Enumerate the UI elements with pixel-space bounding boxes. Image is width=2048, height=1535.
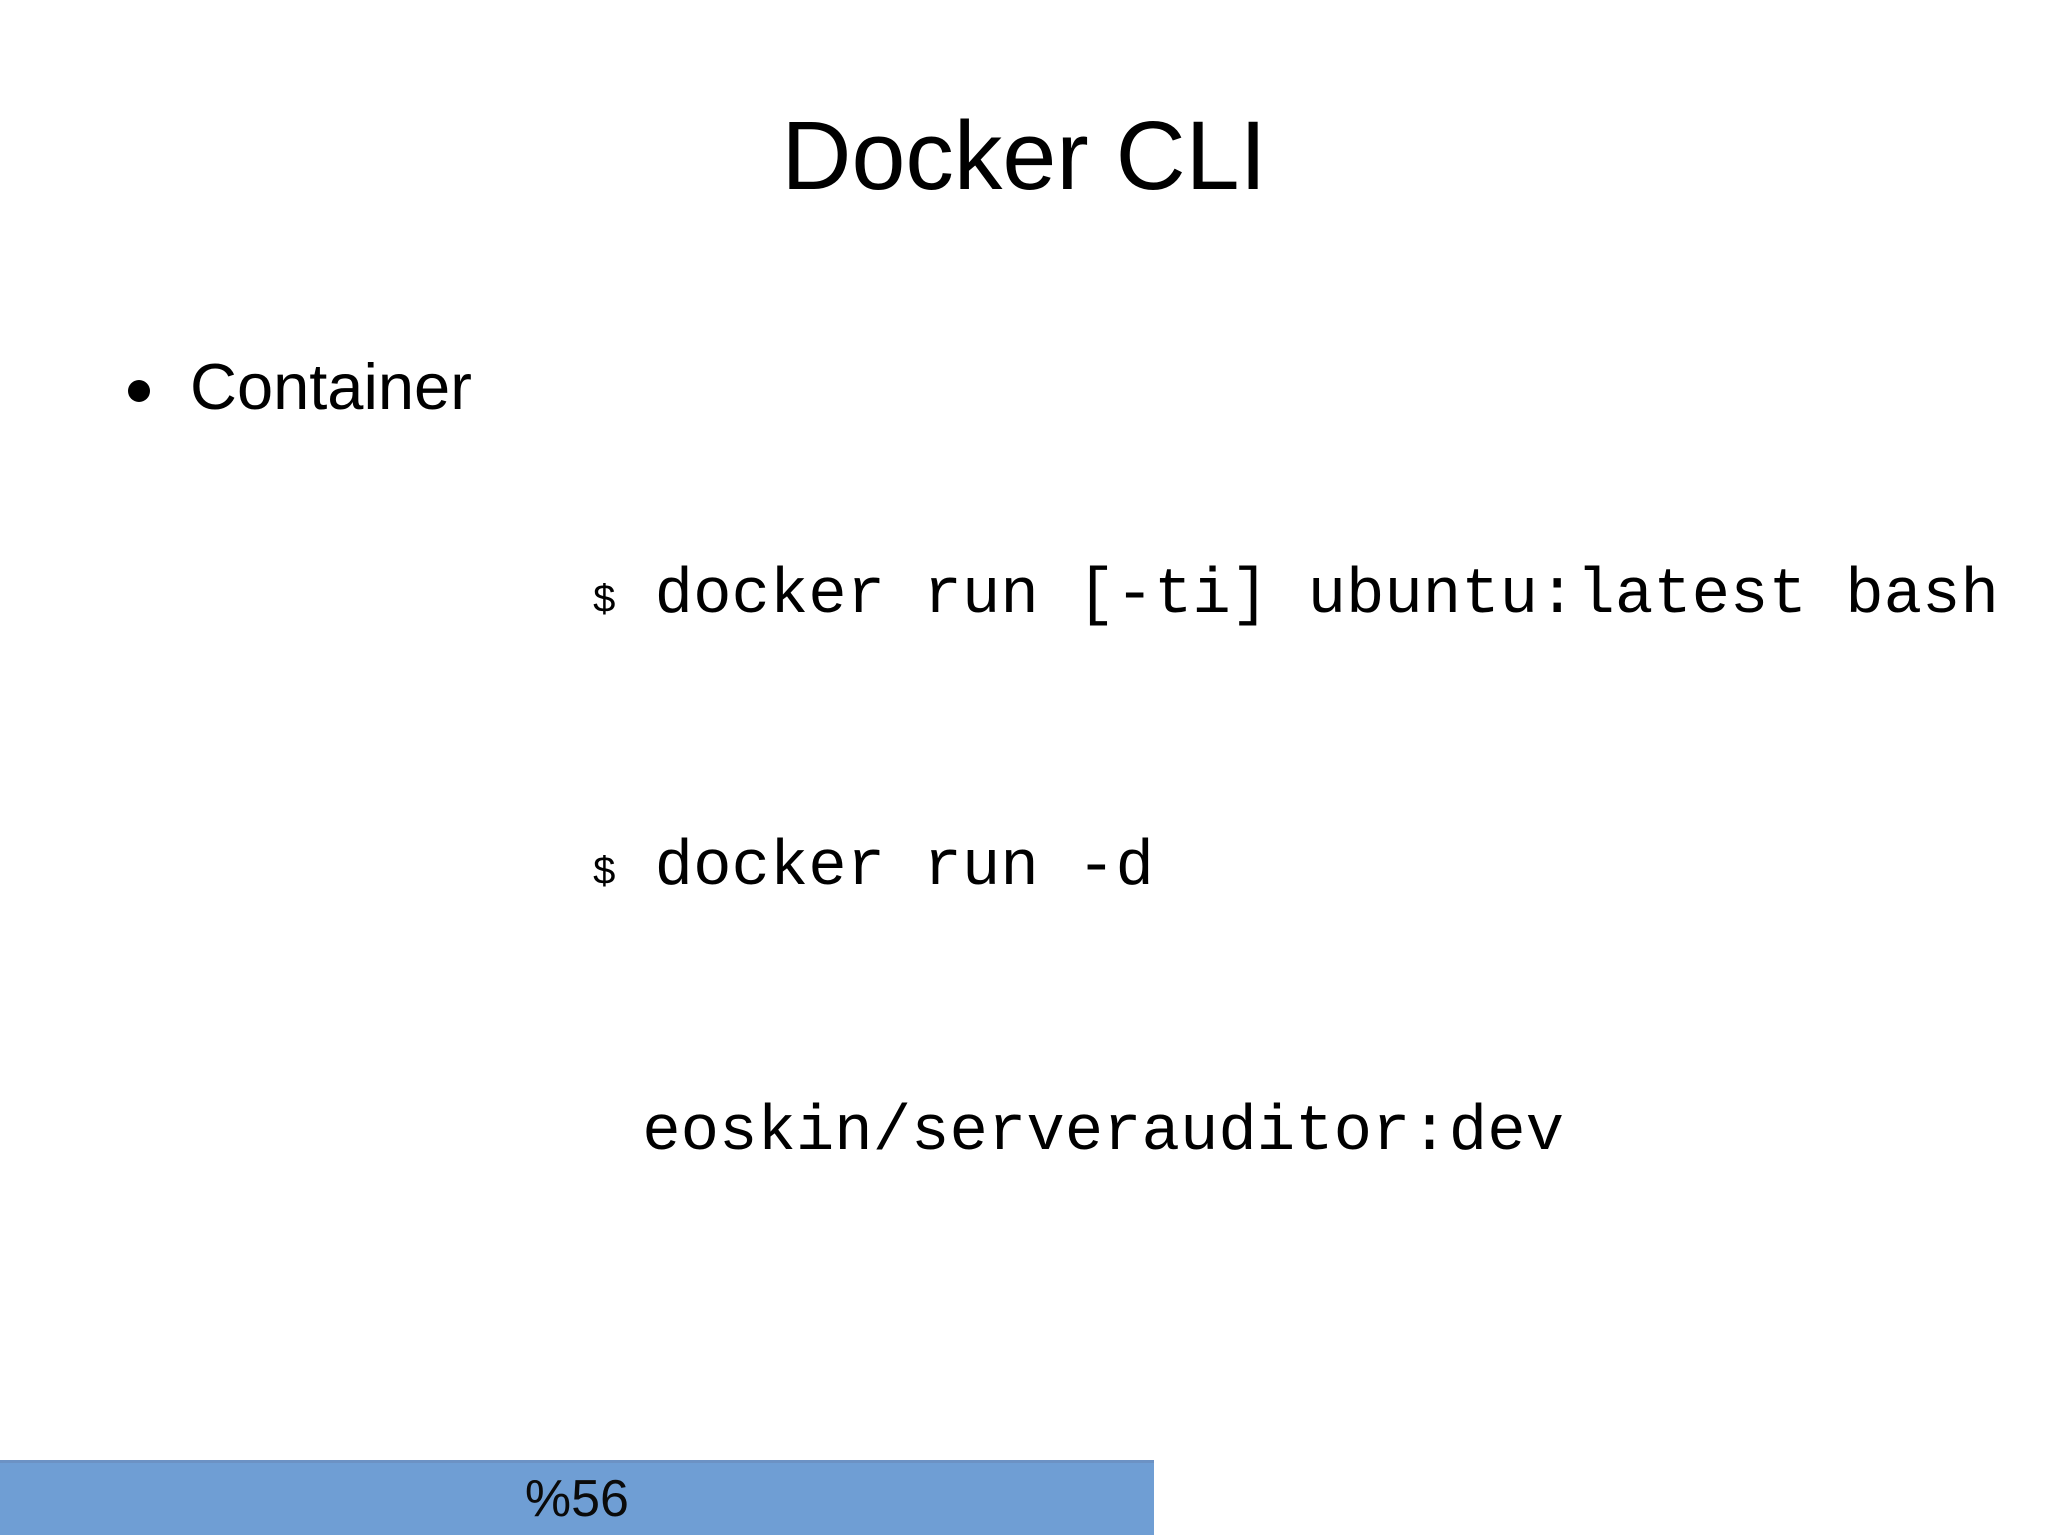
code-line-2-command: docker run -d (616, 831, 1154, 904)
page-title: Docker CLI (781, 101, 1267, 210)
progress-bar: %56 (0, 1460, 1154, 1535)
code-line-1-command: docker run [-ti] ubuntu:latest bash (616, 560, 1999, 633)
progress-label: %56 (524, 1470, 629, 1528)
shell-prompt-icon: $ (592, 580, 617, 626)
code-line-3: eoskin/serverauditor:dev (285, 1007, 2048, 1260)
bullet-label-container: Container (190, 350, 472, 423)
code-block: $ docker run [-ti] ubuntu:latest bash $ … (0, 470, 2048, 1260)
disc-bullet-icon (128, 380, 150, 402)
code-line-2: $ docker run -d (285, 741, 2048, 994)
shell-prompt-icon: $ (592, 851, 617, 897)
slide-body: Container $ docker run [-ti] ubuntu:late… (0, 350, 2048, 1278)
code-line-1: $ docker run [-ti] ubuntu:latest bash (285, 470, 2048, 723)
list-item: Container (0, 350, 2048, 436)
code-line-3-command: eoskin/serverauditor:dev (642, 1097, 1564, 1170)
